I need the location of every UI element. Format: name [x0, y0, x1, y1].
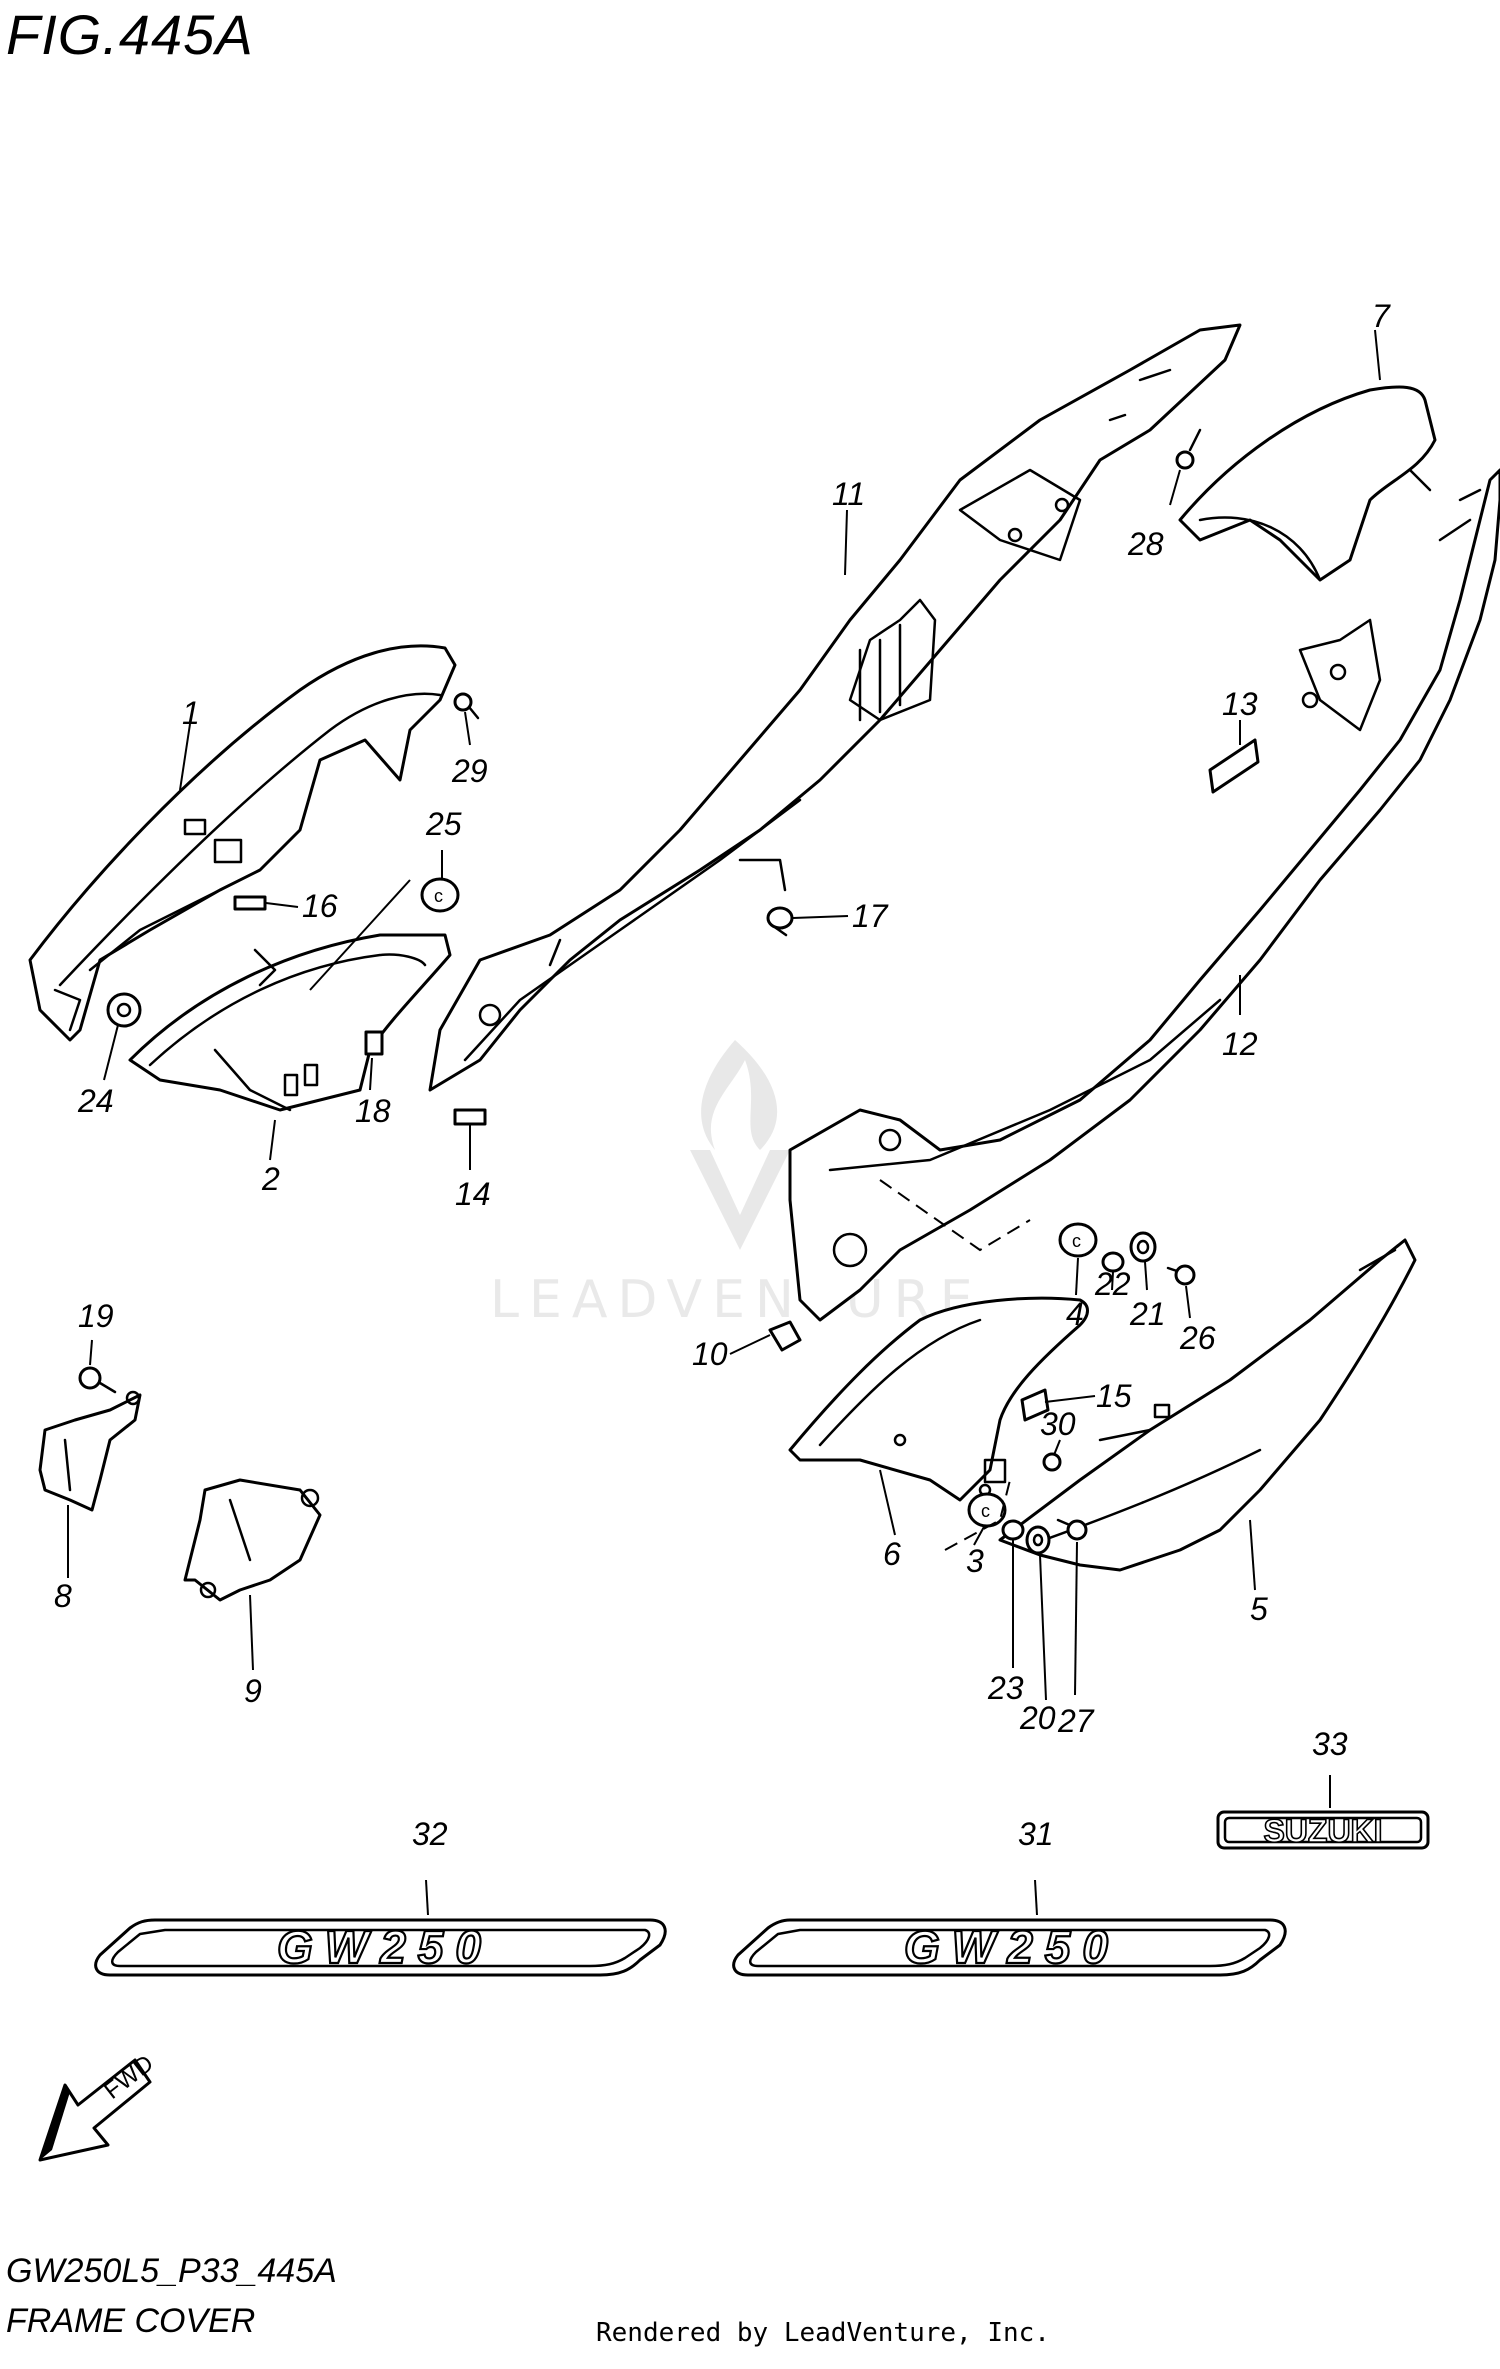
fwd-arrow-icon — [38, 2058, 152, 2162]
part-5-rear-side-cover — [998, 1238, 1417, 1572]
part-7-rear-cover — [1178, 385, 1437, 582]
part-22-collar — [1101, 1251, 1125, 1273]
part-21-washer — [1129, 1231, 1157, 1263]
part-18-clip — [364, 1030, 384, 1056]
part-20-washer — [1025, 1525, 1051, 1555]
part-13-clip — [1208, 738, 1260, 794]
part-15-clip — [1020, 1388, 1050, 1422]
callout-3: 3 — [966, 1543, 984, 1579]
part-4-grommet: c — [1058, 1222, 1098, 1258]
callout-15: 15 — [1096, 1378, 1132, 1414]
callout-7: 7 — [1372, 298, 1390, 334]
part-25-grommet: c — [420, 877, 460, 913]
callout-1: 1 — [182, 695, 200, 731]
callout-8: 8 — [54, 1578, 72, 1614]
callout-30: 30 — [1040, 1406, 1076, 1442]
callout-17: 17 — [852, 898, 888, 934]
callout-19: 19 — [78, 1298, 114, 1334]
callout-23: 23 — [988, 1670, 1024, 1706]
part-31-gw250-decal-right — [732, 1918, 1287, 1977]
callout-2: 2 — [262, 1161, 280, 1197]
svg-text:c: c — [981, 1501, 990, 1521]
part-11-frame-cover-left — [428, 323, 1242, 1092]
watermark-logo — [690, 1040, 790, 1250]
watermark-text: LEADVENTURE — [490, 1270, 983, 1330]
callout-22: 22 — [1095, 1266, 1131, 1302]
part-16-clip — [233, 895, 267, 911]
part-29-screw — [453, 692, 480, 720]
part-23-collar — [1001, 1519, 1025, 1541]
part-12-frame-cover-right — [788, 468, 1500, 1322]
part-24-grommet — [106, 992, 142, 1028]
leader-lines — [67, 329, 1381, 1916]
part-1-side-cover-front — [28, 644, 457, 1042]
callout-32: 32 — [412, 1816, 448, 1852]
part-33-suzuki-badge — [1216, 1810, 1430, 1850]
part-26-screw — [1166, 1264, 1196, 1286]
gw250-decal-right-text: GW250 — [904, 1921, 1120, 1973]
callout-14: 14 — [455, 1176, 491, 1212]
callout-20: 20 — [1020, 1700, 1056, 1736]
callout-26: 26 — [1180, 1320, 1216, 1356]
figure-title: FIG.445A — [6, 3, 254, 66]
part-30-screw — [1042, 1452, 1062, 1472]
assembly-line-b — [944, 1479, 1011, 1551]
part-17-nut — [766, 906, 794, 937]
callout-24: 24 — [78, 1083, 114, 1119]
callout-16: 16 — [302, 888, 338, 924]
callout-9: 9 — [244, 1673, 262, 1709]
svg-text:c: c — [1072, 1231, 1081, 1251]
part-9-bracket — [183, 1478, 322, 1602]
part-27-screw — [1056, 1518, 1088, 1541]
part-6-lower-cover — [788, 1296, 1089, 1502]
part-2-side-cover-lower — [128, 933, 452, 1112]
part-3-grommet: c — [967, 1492, 1007, 1528]
callout-6: 6 — [883, 1536, 901, 1572]
callout-25: 25 — [426, 806, 462, 842]
callout-31: 31 — [1018, 1816, 1054, 1852]
callout-21: 21 — [1130, 1296, 1166, 1332]
callout-33: 33 — [1312, 1726, 1348, 1762]
part-28-screw — [1175, 428, 1202, 470]
part-10-nut — [768, 1320, 802, 1352]
callout-10: 10 — [692, 1336, 728, 1372]
suzuki-badge-text: SUZUKI — [1263, 1813, 1382, 1849]
figure-name: FRAME COVER — [6, 2302, 256, 2340]
callout-4: 4 — [1066, 1296, 1084, 1332]
part-14-clip — [453, 1108, 487, 1126]
rendered-by-credit: Rendered by LeadVenture, Inc. — [596, 2318, 1050, 2348]
callout-5: 5 — [1250, 1591, 1268, 1627]
callout-12: 12 — [1222, 1026, 1258, 1062]
callout-13: 13 — [1222, 686, 1258, 722]
callout-11: 11 — [832, 476, 866, 512]
gw250-decal-left-text: GW250 — [277, 1921, 493, 1973]
part-32-gw250-decal-left — [94, 1918, 667, 1977]
part-19-screw — [78, 1366, 117, 1394]
callout-29: 29 — [452, 753, 488, 789]
callout-28: 28 — [1128, 526, 1164, 562]
svg-text:c: c — [434, 886, 443, 906]
assembly-line-a — [879, 1179, 1031, 1252]
callout-27: 27 — [1058, 1703, 1094, 1739]
part-8-bracket — [38, 1390, 142, 1512]
callout-18: 18 — [355, 1093, 391, 1129]
model-code: GW250L5_P33_445A — [6, 2252, 337, 2290]
